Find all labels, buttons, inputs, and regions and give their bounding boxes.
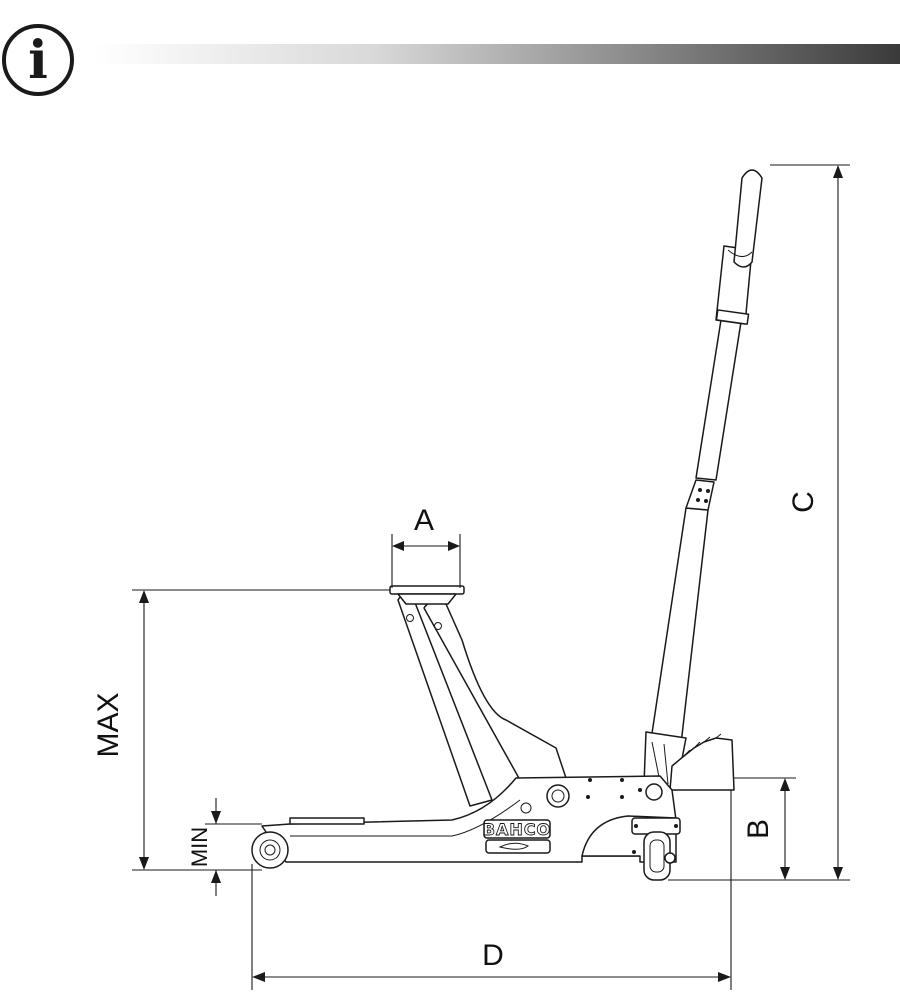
- front-roller: [251, 831, 289, 869]
- dimension-max: MAX: [92, 589, 392, 870]
- dimension-a-label: A: [414, 504, 434, 537]
- jack-dimension-diagram: A MAX MIN B C: [92, 164, 850, 990]
- dimension-min-label: MIN: [187, 827, 212, 867]
- rear-wheel: [631, 817, 681, 881]
- saddle: [389, 536, 465, 605]
- dimension-b: B: [668, 777, 796, 881]
- info-icon-glyph: i: [28, 30, 48, 91]
- chassis: BAHCO: [251, 775, 677, 869]
- dimension-max-label: MAX: [92, 692, 125, 757]
- info-icon: i: [2, 24, 74, 96]
- header-gradient-bar: [95, 44, 900, 64]
- info-header: i: [2, 24, 900, 96]
- dimension-c-label: C: [787, 491, 820, 513]
- dimension-c: C: [770, 164, 850, 881]
- dimension-a: A: [391, 504, 461, 592]
- dimension-min: MIN: [132, 798, 262, 896]
- floor-jack: BAHCO: [251, 169, 763, 881]
- dimension-b-label: B: [742, 819, 775, 839]
- dimension-d-label: D: [482, 939, 504, 972]
- jack-handle: [643, 169, 763, 791]
- lift-arm: [397, 594, 567, 807]
- brand-name: BAHCO: [483, 820, 551, 839]
